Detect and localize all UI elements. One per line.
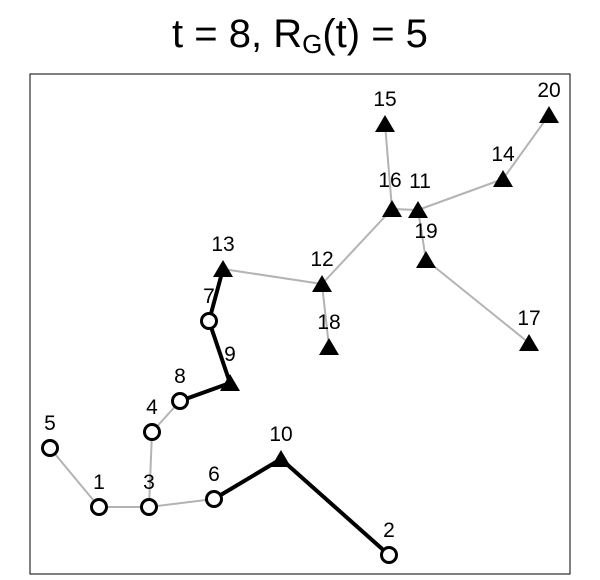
node-label-17: 17 — [517, 307, 540, 330]
edge-11-19 — [417, 209, 427, 261]
node-label-18: 18 — [317, 311, 340, 334]
node-7-circle — [200, 312, 218, 330]
node-label-13: 13 — [211, 233, 234, 256]
edge-14-20 — [502, 114, 550, 180]
node-8-circle — [171, 392, 189, 410]
node-17-triangle — [519, 334, 539, 351]
node-label-5: 5 — [44, 412, 56, 435]
node-label-15: 15 — [373, 88, 396, 111]
title-prefix: t = 8, R — [172, 12, 303, 56]
edge-12-16 — [321, 208, 393, 285]
node-4-circle — [143, 423, 161, 441]
node-9-triangle — [220, 374, 240, 391]
node-10-triangle — [271, 450, 291, 467]
node-label-16: 16 — [378, 169, 401, 192]
plot-frame — [29, 73, 571, 575]
node-label-3: 3 — [143, 471, 155, 494]
node-label-4: 4 — [146, 396, 158, 419]
node-label-9: 9 — [224, 343, 236, 366]
node-20-triangle — [539, 106, 559, 123]
title-subscript: G — [302, 29, 323, 59]
node-label-7: 7 — [203, 285, 215, 308]
edge-19-17 — [425, 259, 530, 344]
title-suffix: (t) = 5 — [322, 12, 428, 56]
node-label-12: 12 — [310, 248, 333, 271]
node-5-circle — [41, 439, 59, 457]
node-label-2: 2 — [383, 519, 395, 542]
node-layer — [41, 106, 559, 564]
node-18-triangle — [319, 338, 339, 355]
plot-title: t = 8, RG(t) = 5 — [0, 12, 600, 60]
node-16-triangle — [382, 200, 402, 217]
node-3-circle — [140, 498, 158, 516]
node-1-circle — [90, 498, 108, 516]
node-label-1: 1 — [93, 471, 105, 494]
edge-3-4 — [148, 431, 153, 508]
node-14-triangle — [493, 170, 513, 187]
node-label-10: 10 — [269, 423, 292, 446]
node-11-triangle — [408, 201, 428, 218]
edge-16-15 — [384, 123, 393, 210]
node-label-8: 8 — [174, 365, 186, 388]
node-label-11: 11 — [409, 170, 431, 193]
node-15-triangle — [375, 115, 395, 132]
edge-9-7 — [207, 319, 232, 385]
node-label-19: 19 — [414, 220, 437, 243]
edge-layer — [49, 114, 550, 557]
node-6-circle — [205, 490, 223, 508]
edge-12-18 — [321, 283, 330, 348]
node-2-circle — [380, 546, 398, 564]
node-label-20: 20 — [537, 79, 560, 102]
node-13-triangle — [213, 260, 233, 277]
edge-10-2 — [279, 457, 391, 557]
node-label-6: 6 — [208, 463, 220, 486]
edge-6-10 — [212, 457, 283, 501]
edge-13-12 — [222, 268, 323, 285]
edge-5-1 — [49, 447, 100, 508]
edge-3-6 — [148, 498, 215, 508]
edge-11-14 — [417, 178, 504, 211]
node-19-triangle — [416, 251, 436, 268]
node-label-14: 14 — [491, 143, 515, 166]
node-12-triangle — [312, 275, 332, 292]
